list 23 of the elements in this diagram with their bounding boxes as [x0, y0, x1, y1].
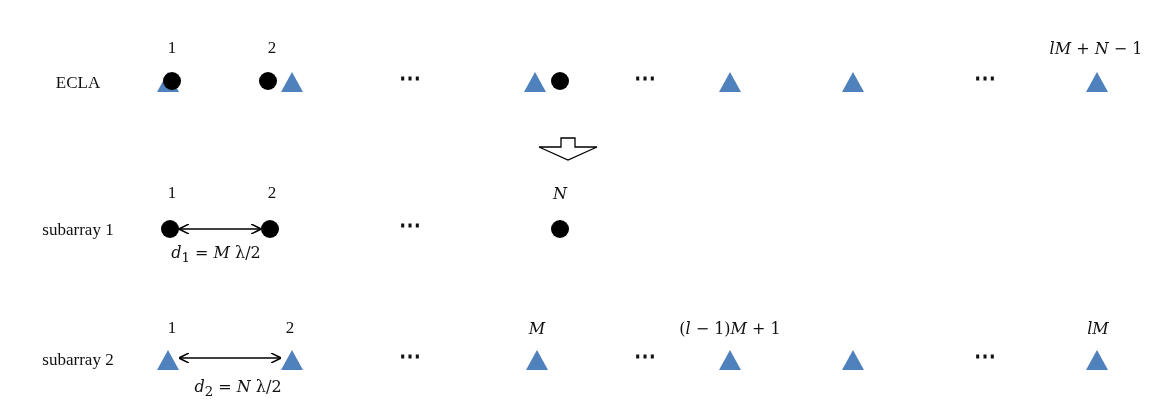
- element-number: 1: [167, 183, 177, 203]
- element-number: lM: [1087, 318, 1109, 338]
- element-number: 1: [167, 38, 177, 58]
- element-number: 2: [267, 183, 277, 203]
- ellipsis: ⋯: [398, 343, 422, 369]
- element-number: N: [553, 183, 567, 203]
- ellipsis: ⋯: [633, 65, 657, 91]
- ellipsis: ⋯: [398, 212, 422, 238]
- spacing-label: d$_{2}$ = N λ/2: [194, 376, 282, 400]
- element-number: (l − 1)M + 1: [679, 318, 781, 338]
- element-number: 2: [267, 38, 277, 58]
- row-label: ECLA: [55, 73, 101, 93]
- spacing-label: d$_{1}$ = M λ/2: [171, 242, 261, 266]
- element-number: M: [528, 318, 546, 338]
- element-number: lM + N − 1: [1049, 38, 1143, 58]
- row-label: subarray 2: [42, 350, 114, 370]
- ellipsis: ⋯: [973, 65, 997, 91]
- row-label: subarray 1: [42, 220, 114, 240]
- element-number: 2: [285, 318, 295, 338]
- ellipsis: ⋯: [398, 65, 422, 91]
- ellipsis: ⋯: [973, 343, 997, 369]
- element-number: 1: [167, 318, 177, 338]
- ellipsis: ⋯: [633, 343, 657, 369]
